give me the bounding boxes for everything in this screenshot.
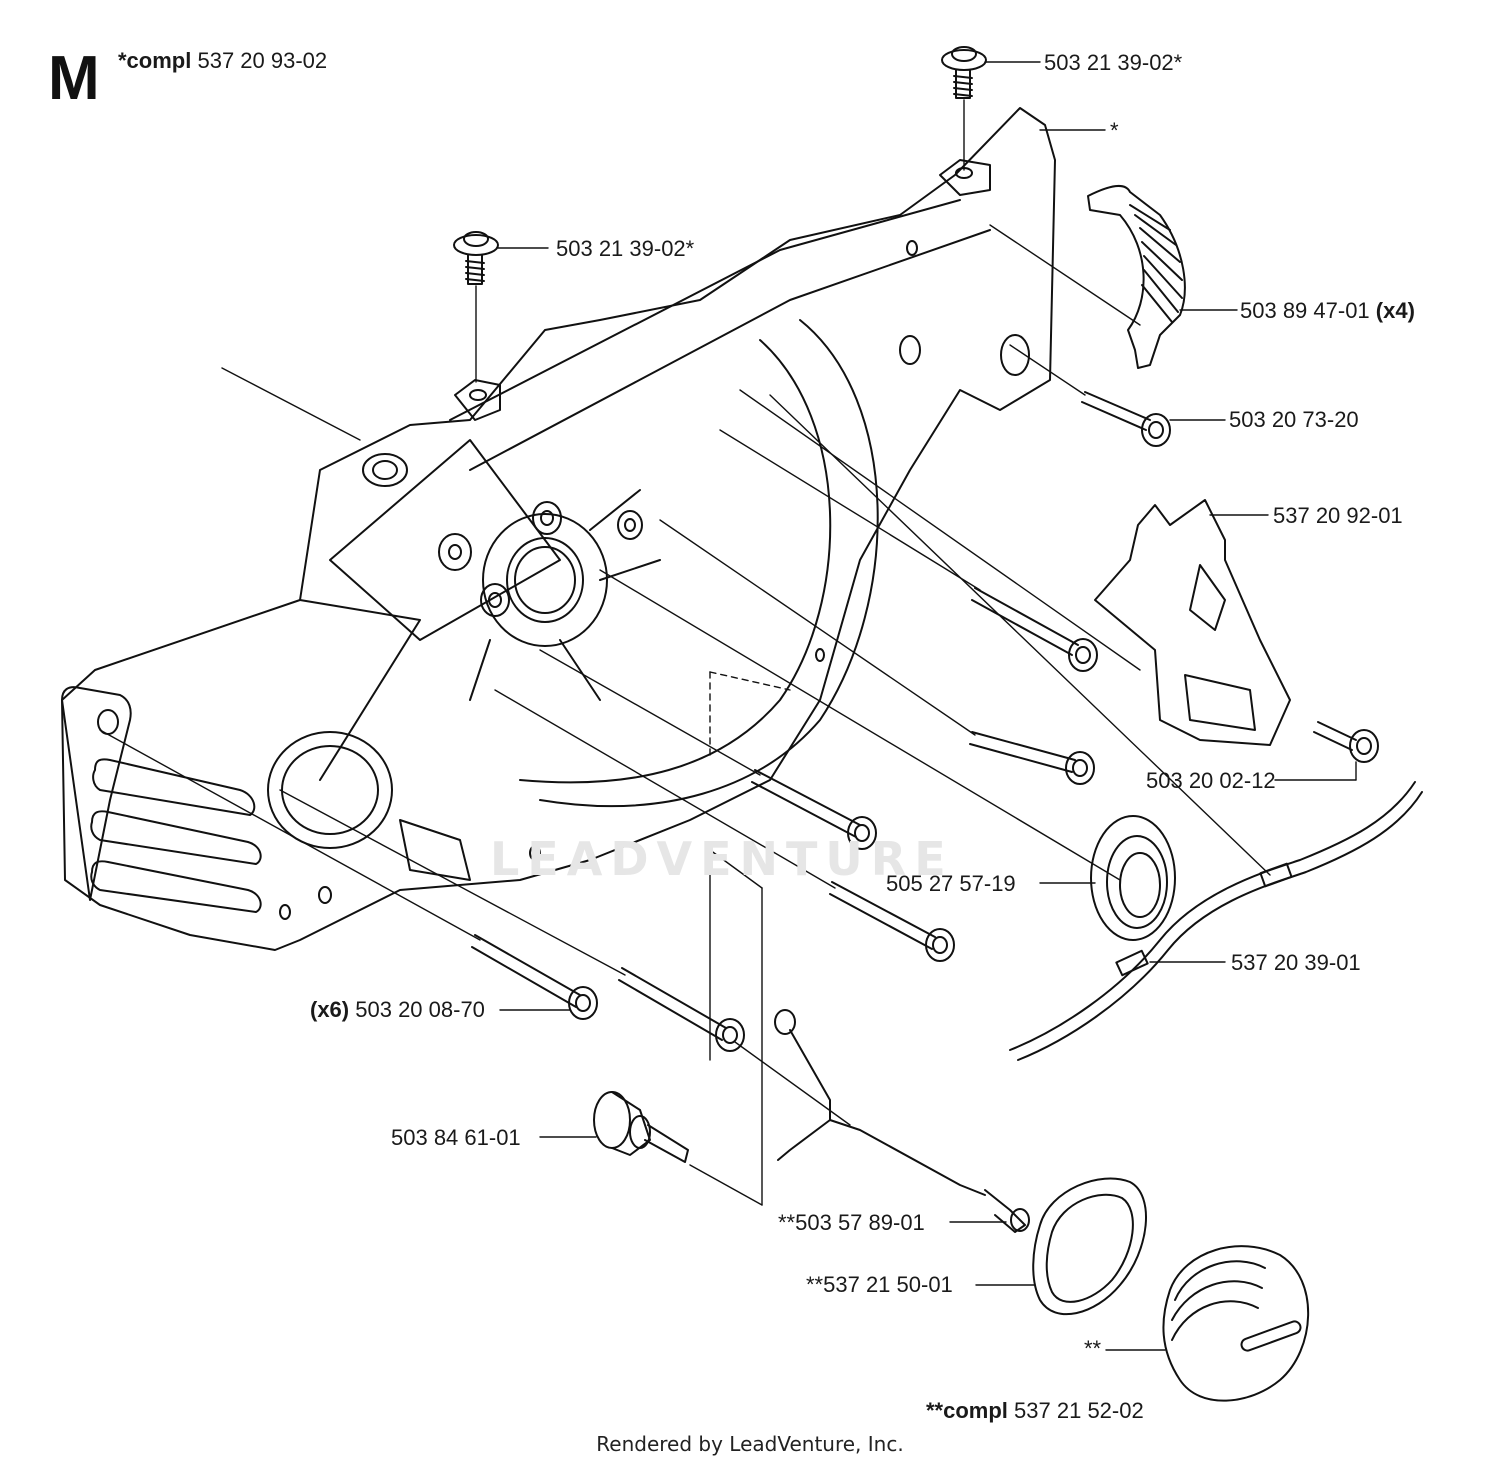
header-assembly: *compl 537 20 93-02	[118, 48, 327, 74]
tube-part	[1009, 781, 1423, 1061]
screw-top-left	[453, 231, 499, 285]
screw-503-20-73-20	[1081, 391, 1171, 447]
crankcase-housing	[61, 107, 1056, 951]
header-prefix: *compl	[118, 48, 192, 73]
screws-qty: (x6)	[310, 997, 350, 1022]
label-handle-star[interactable]: *	[1110, 118, 1119, 143]
label-seal[interactable]: 505 27 57-19	[886, 871, 1016, 896]
label-cap[interactable]: **	[1084, 1336, 1102, 1361]
screw-long-2	[969, 731, 1095, 785]
cover-part	[1094, 499, 1291, 746]
cap-compl-prefix: **compl	[926, 1398, 1008, 1423]
clip-part	[1087, 184, 1186, 369]
screw-long-4	[829, 881, 955, 962]
label-filter[interactable]: **503 57 89-01	[778, 1210, 925, 1235]
header-number: 537 20 93-02	[197, 48, 328, 73]
screw-long-6	[618, 967, 745, 1052]
clip-qty: (x4)	[1375, 298, 1415, 323]
cap-compl-number: 537 21 52-02	[1014, 1398, 1144, 1423]
ring-part	[1032, 1177, 1147, 1316]
leader-lines	[99, 61, 1357, 1351]
clip-number: 503 89 47-01	[1240, 298, 1370, 323]
label-screw-503-20-02-12[interactable]: 503 20 02-12	[1146, 768, 1276, 793]
seal-part	[1090, 815, 1176, 941]
screw-long-3	[751, 769, 877, 850]
screw-top-right	[941, 46, 987, 99]
section-letter: M	[48, 44, 100, 113]
label-cover[interactable]: 537 20 92-01	[1273, 503, 1403, 528]
screw-long-5	[471, 934, 598, 1020]
label-screw-503-20-73-20[interactable]: 503 20 73-20	[1229, 407, 1359, 432]
label-tube[interactable]: 537 20 39-01	[1231, 950, 1361, 975]
watermark: LEADVENTURE	[490, 832, 954, 886]
footer-credit: Rendered by LeadVenture, Inc.	[596, 1432, 904, 1456]
screw-long-1	[971, 587, 1098, 672]
plug-part	[593, 1091, 689, 1163]
screws-number: 503 20 08-70	[355, 997, 485, 1022]
label-plug[interactable]: 503 84 61-01	[391, 1125, 521, 1150]
label-screw-top-left[interactable]: 503 21 39-02*	[556, 236, 695, 261]
screw-503-20-02-12	[1313, 721, 1379, 763]
label-screws-x6[interactable]: (x6) 503 20 08-70	[310, 997, 485, 1023]
label-screw-top-right[interactable]: 503 21 39-02*	[1044, 50, 1183, 75]
label-clip[interactable]: 503 89 47-01 (x4)	[1240, 298, 1415, 324]
label-cap-compl[interactable]: **compl 537 21 52-02	[926, 1398, 1144, 1424]
cap-part	[1162, 1245, 1310, 1402]
label-ring[interactable]: **537 21 50-01	[806, 1272, 953, 1297]
filter-part	[774, 1009, 1030, 1233]
